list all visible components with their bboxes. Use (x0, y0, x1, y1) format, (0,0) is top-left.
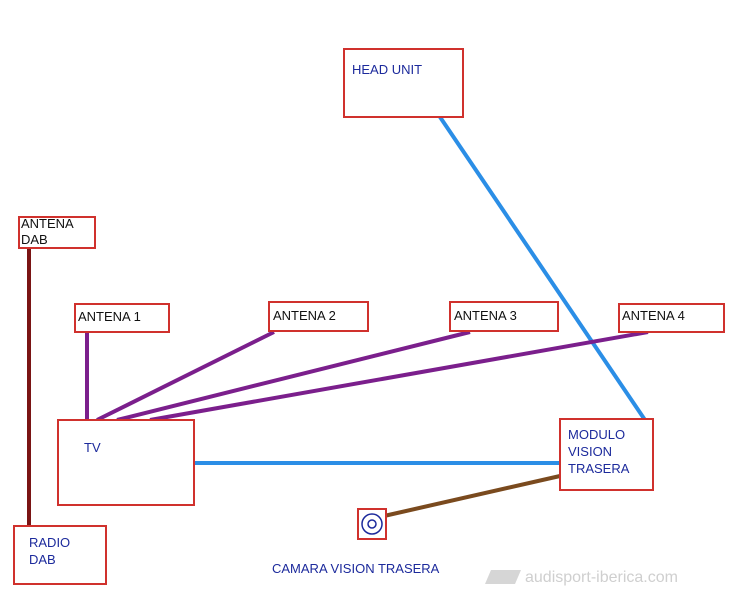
tv-box (57, 419, 195, 506)
camera-icon (357, 508, 387, 540)
radio-dab-label: RADIO DAB (29, 535, 71, 567)
tv-label: TV (84, 440, 101, 455)
antena-1-label: ANTENA 1 (78, 309, 141, 324)
camara-label: CAMARA VISION TRASERA (272, 561, 440, 576)
edge-antena3-tv (116, 330, 471, 422)
edge-antena4-tv (149, 330, 649, 422)
modulo-label: MODULO VISION TRASERA (568, 427, 630, 476)
antena-3-label: ANTENA 3 (454, 308, 517, 323)
antena-4-label: ANTENA 4 (622, 308, 685, 323)
radio-dab-box (13, 525, 107, 585)
antena-dab-label: ANTENA DAB (21, 216, 74, 247)
modulo-box (559, 418, 654, 491)
edge-antena2-tv (96, 330, 275, 422)
antena-dab-box (18, 216, 96, 249)
antena-2-label: ANTENA 2 (273, 308, 336, 323)
watermark-text: audisport-iberica.com (525, 569, 678, 586)
edge-camara-modulo (383, 474, 561, 518)
watermark-logo-icon (485, 570, 521, 584)
antena-3-box (449, 301, 559, 332)
antena-1-box (74, 303, 170, 333)
head-unit-label: HEAD UNIT (352, 62, 423, 77)
antena-2-box (268, 301, 369, 332)
head-unit-box (343, 48, 464, 118)
antena-4-box (618, 303, 725, 333)
edge-headunit-modulo (438, 115, 647, 422)
